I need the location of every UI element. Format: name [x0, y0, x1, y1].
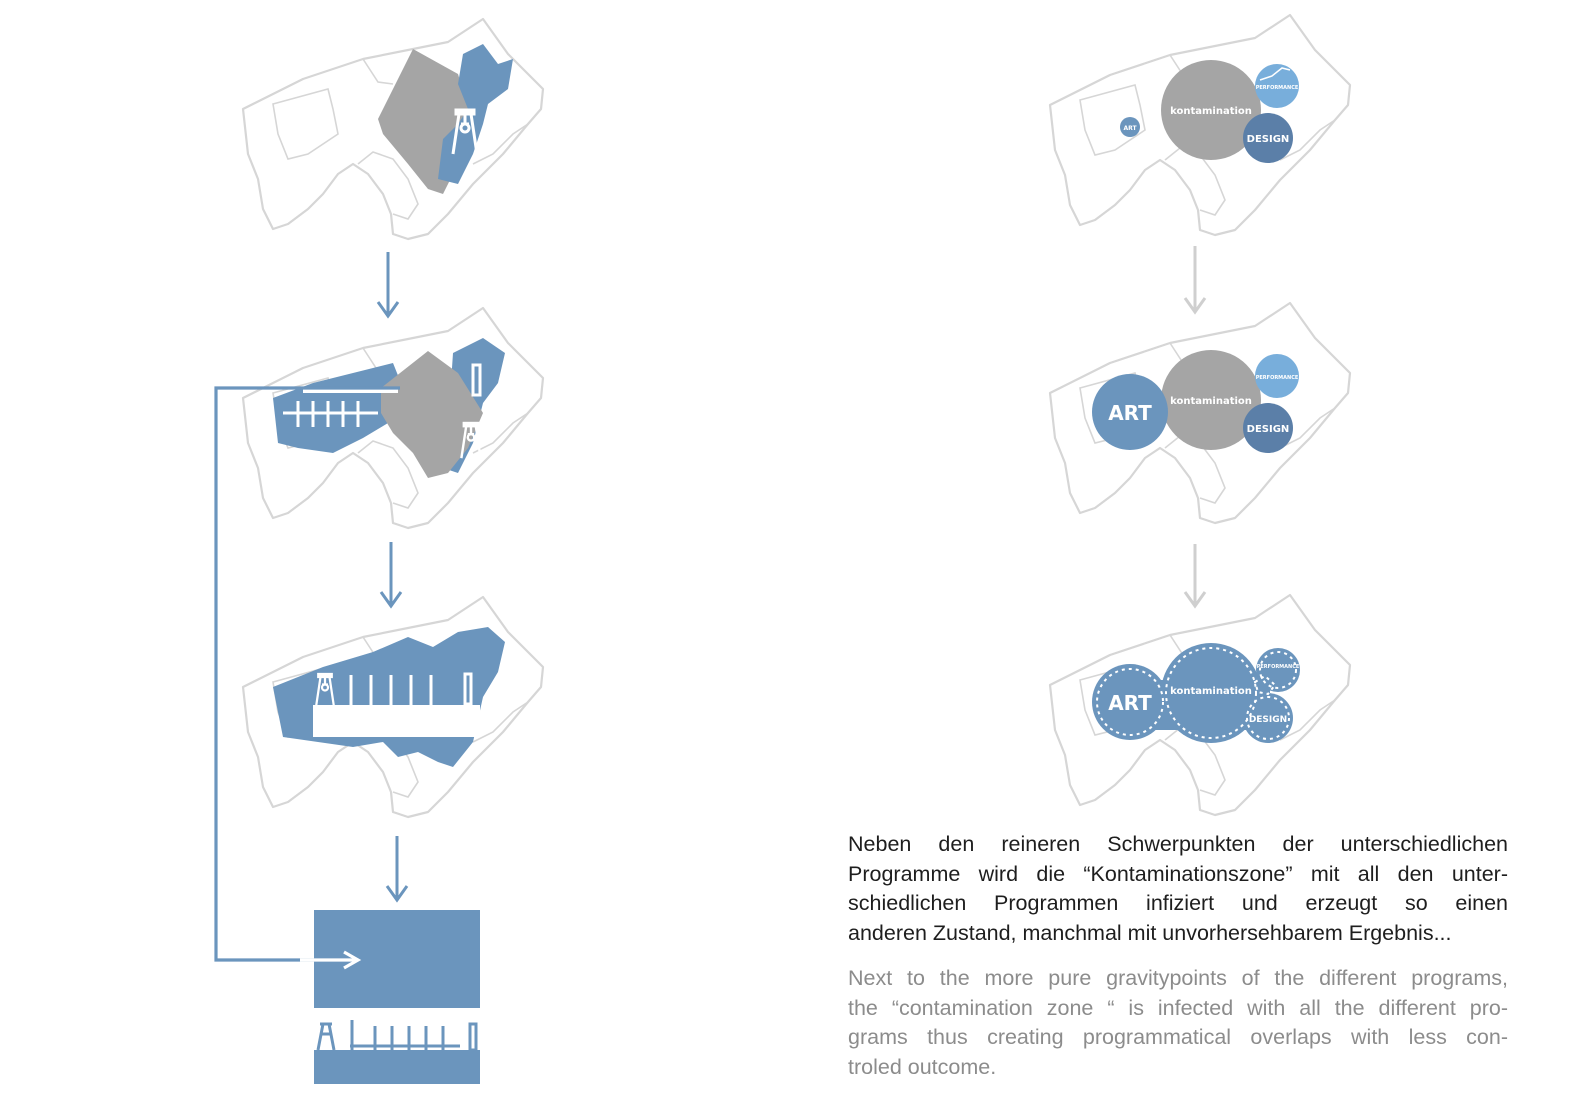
art-label: ART [1108, 691, 1152, 715]
performance-bubble [1255, 64, 1299, 108]
english-description: Next to the more pure gravitypoints of t… [848, 964, 1508, 1082]
contamination-bubble [1161, 60, 1261, 160]
right-arrow-1 [1183, 246, 1207, 315]
right-site-plan-2: kontamination ART PERFORMANCE DESIGN [1048, 301, 1352, 525]
design-label: DESIGN [1247, 424, 1290, 435]
german-line: Programme wird die “Kontaminationszone” … [848, 861, 1508, 886]
performance-label: PERFORMANCE [1257, 664, 1300, 670]
contamination-label: kontamination [1170, 106, 1252, 117]
design-bubble [1243, 403, 1293, 453]
performance-label: PERFORMANCE [1256, 375, 1299, 381]
left-site-plan-1 [241, 17, 545, 241]
design-label: DESIGN [1247, 134, 1290, 145]
performance-bubble [1255, 354, 1299, 398]
contamination-label: kontamination [1170, 686, 1252, 697]
performance-label: PERFORMANCE [1256, 85, 1299, 91]
contamination-zone-shape [381, 351, 483, 478]
right-site-plan-3: ART kontamination PERFORMANCE DESIGN [1048, 593, 1352, 817]
left-arrow-3 [385, 836, 409, 903]
german-line: Neben den reineren Schwerpunkten der unt… [848, 832, 1508, 856]
right-arrow-2 [1183, 544, 1207, 609]
design-bubble [1243, 113, 1293, 163]
final-program-block [300, 910, 480, 1084]
english-line: the “contamination zone “ is infected wi… [848, 995, 1508, 1020]
english-line: Next to the more pure gravitypoints of t… [848, 966, 1508, 990]
left-site-plan-2 [241, 306, 545, 530]
art-bubble [1092, 374, 1168, 450]
art-bubble [1120, 117, 1140, 137]
german-line: schiedlichen Programmen infiziert und er… [848, 891, 1508, 915]
english-line: grams thus creating programmatical overl… [848, 1025, 1508, 1049]
art-label: ART [1123, 125, 1137, 132]
left-arrow-2 [379, 542, 403, 609]
german-description: Neben den reineren Schwerpunkten der unt… [848, 830, 1508, 948]
left-arrow-1 [376, 252, 400, 319]
contamination-bubble [1161, 350, 1261, 450]
art-label: ART [1108, 401, 1152, 425]
right-site-plan-1: ART kontamination PERFORMANCE DESIGN [1048, 13, 1352, 237]
contamination-label: kontamination [1170, 396, 1252, 407]
design-label: DESIGN [1249, 715, 1287, 725]
blue-building-shape [273, 363, 403, 453]
german-line: anderen Zustand, manchmal mit unvorherse… [848, 920, 1452, 945]
left-site-plan-3 [241, 595, 545, 819]
english-line: troled outcome. [848, 1054, 997, 1079]
